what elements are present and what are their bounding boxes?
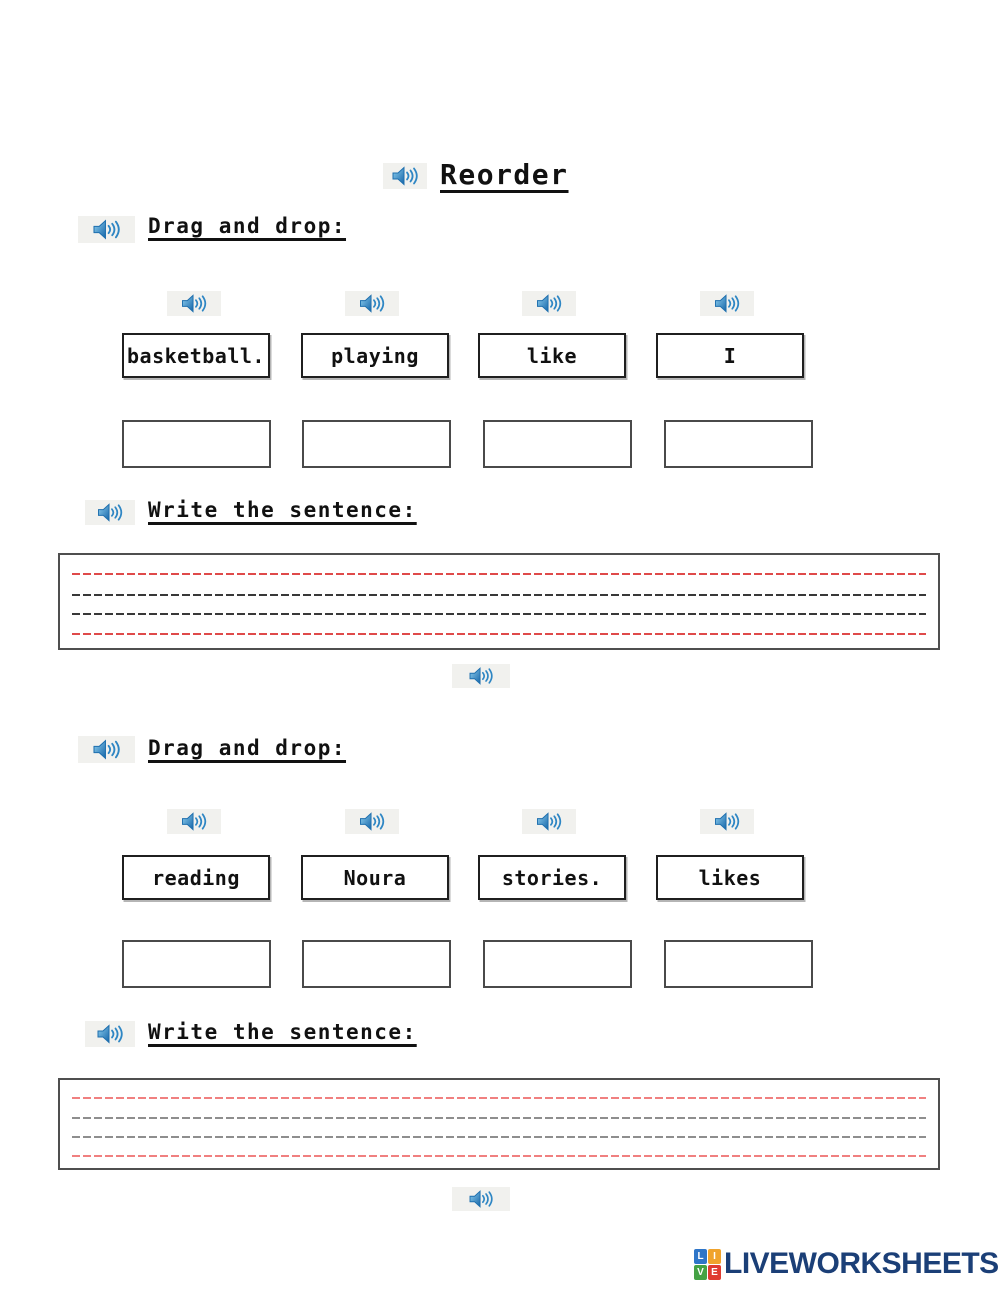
logo-letter-tile: L [694, 1248, 707, 1264]
drop-target[interactable] [122, 420, 271, 468]
word-audio-button[interactable] [522, 291, 576, 316]
section2-write-heading: Write the sentence: [148, 1020, 417, 1044]
drag-word-playing[interactable]: playing [301, 333, 449, 378]
speaker-icon [458, 1188, 504, 1210]
word-audio-button[interactable] [700, 291, 754, 316]
speaker-icon [84, 217, 129, 242]
logo-letter-tile: I [708, 1248, 721, 1264]
word-audio-button[interactable] [167, 809, 221, 834]
logo-letter-tile: E [708, 1264, 721, 1280]
section2-drag-audio-button[interactable] [78, 736, 135, 763]
section1-drag-audio-button[interactable] [78, 216, 135, 243]
section2-drag-heading: Drag and drop: [148, 736, 347, 760]
guide-line-top [72, 1097, 926, 1099]
speaker-icon [351, 810, 393, 833]
section2-sentence-audio-button[interactable] [452, 1187, 510, 1211]
drop-target[interactable] [483, 420, 632, 468]
word-audio-button[interactable] [522, 809, 576, 834]
section1-sentence-audio-button[interactable] [452, 664, 510, 688]
sentence-writing-area[interactable] [58, 1078, 940, 1170]
section2-write-audio-button[interactable] [85, 1021, 135, 1047]
speaker-icon [528, 292, 570, 315]
section1-write-audio-button[interactable] [85, 500, 135, 525]
speaker-icon [458, 665, 504, 687]
speaker-icon [91, 1022, 129, 1046]
drop-target[interactable] [302, 420, 451, 468]
brand-wordmark: LIVEWORKSHEETS [724, 1247, 999, 1280]
title-audio-button[interactable] [383, 163, 427, 189]
section1-drag-heading: Drag and drop: [148, 214, 347, 238]
drop-target[interactable] [302, 940, 451, 988]
word-audio-button[interactable] [345, 291, 399, 316]
guide-line-middle [72, 613, 926, 615]
speaker-icon [91, 501, 129, 524]
guide-line-middle [72, 594, 926, 596]
speaker-icon [84, 737, 129, 762]
drop-target[interactable] [664, 940, 813, 988]
drag-word-basketball[interactable]: basketball. [122, 333, 270, 378]
speaker-icon [173, 292, 215, 315]
drag-word-reading[interactable]: reading [122, 855, 270, 900]
word-audio-button[interactable] [345, 809, 399, 834]
section1-write-heading: Write the sentence: [148, 498, 417, 522]
speaker-icon [706, 810, 748, 833]
drop-target[interactable] [664, 420, 813, 468]
speaker-icon [351, 292, 393, 315]
guide-line-middle [72, 1136, 926, 1138]
word-audio-button[interactable] [700, 809, 754, 834]
drag-word-likes[interactable]: likes [656, 855, 804, 900]
drag-word-i[interactable]: I [656, 333, 804, 378]
sentence-writing-area[interactable] [58, 553, 940, 650]
drop-target[interactable] [483, 940, 632, 988]
word-audio-button[interactable] [167, 291, 221, 316]
guide-line-middle [72, 1117, 926, 1119]
liveworksheets-logo-icon: L I V E [694, 1248, 721, 1280]
guide-line-bottom [72, 1155, 926, 1157]
guide-line-top [72, 573, 926, 575]
speaker-icon [173, 810, 215, 833]
liveworksheets-logo[interactable]: L I V E LIVEWORKSHEETS [694, 1247, 999, 1281]
drag-word-like[interactable]: like [478, 333, 626, 378]
guide-line-bottom [72, 633, 926, 635]
speaker-icon [528, 810, 570, 833]
drag-word-stories[interactable]: stories. [478, 855, 626, 900]
drag-word-noura[interactable]: Noura [301, 855, 449, 900]
logo-letter-tile: V [694, 1264, 707, 1280]
page-title: Reorder [440, 158, 569, 191]
drop-target[interactable] [122, 940, 271, 988]
speaker-icon [389, 164, 421, 188]
speaker-icon [706, 292, 748, 315]
